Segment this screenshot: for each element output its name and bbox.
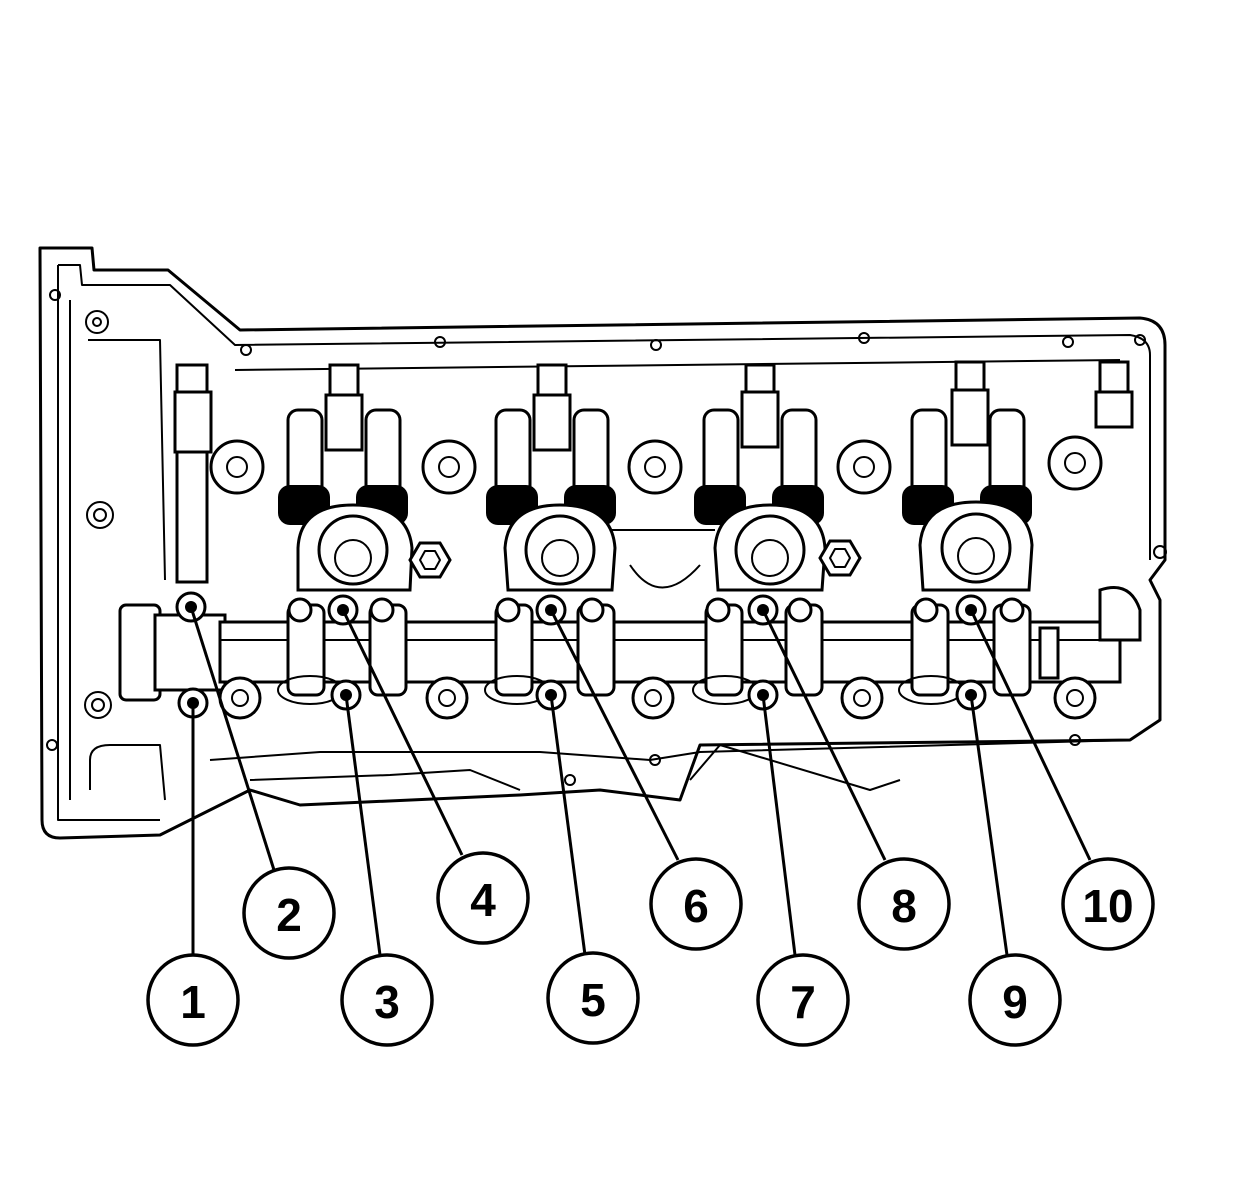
leader-2 xyxy=(189,606,276,871)
valve-pair-4 xyxy=(902,408,1032,525)
cam-bosses xyxy=(209,435,1103,495)
callout-7: 7 xyxy=(756,953,850,1047)
spark-plug-towers xyxy=(296,500,1034,592)
lower-bosses xyxy=(218,676,1097,720)
callout-4: 4 xyxy=(436,851,530,945)
callouts: 1 2 3 4 5 6 7 8 xyxy=(146,851,1155,1047)
leader-9 xyxy=(969,694,1009,956)
callout-9: 9 xyxy=(968,953,1062,1047)
coil-connectors xyxy=(173,360,1134,584)
leader-lines xyxy=(189,606,1092,956)
callout-label-2: 2 xyxy=(276,889,302,941)
valve-pair-3 xyxy=(694,408,824,525)
leader-3 xyxy=(344,694,382,956)
hex-bolts xyxy=(408,539,862,579)
leader-8 xyxy=(761,609,887,861)
callout-6: 6 xyxy=(649,857,743,951)
leader-5 xyxy=(549,694,587,956)
callout-2: 2 xyxy=(242,866,336,960)
leader-10 xyxy=(969,609,1092,861)
callout-label-8: 8 xyxy=(891,880,917,932)
callout-label-10: 10 xyxy=(1082,880,1133,932)
valve-springs xyxy=(278,408,1032,525)
callout-1: 1 xyxy=(146,953,240,1047)
callout-label-5: 5 xyxy=(580,974,606,1026)
callout-label-7: 7 xyxy=(790,976,816,1028)
callout-label-6: 6 xyxy=(683,880,709,932)
leader-4 xyxy=(341,609,464,856)
callout-label-4: 4 xyxy=(470,874,496,926)
callout-5: 5 xyxy=(546,951,640,1045)
callout-8: 8 xyxy=(857,857,951,951)
callout-label-1: 1 xyxy=(180,976,206,1028)
callout-label-3: 3 xyxy=(374,976,400,1028)
callout-3: 3 xyxy=(340,953,434,1047)
leader-7 xyxy=(761,694,797,956)
callout-label-9: 9 xyxy=(1002,976,1028,1028)
leader-6 xyxy=(549,609,680,861)
callout-10: 10 xyxy=(1061,857,1155,951)
gasket-holes xyxy=(46,289,1167,786)
cylinder-head-housing xyxy=(38,246,1167,840)
